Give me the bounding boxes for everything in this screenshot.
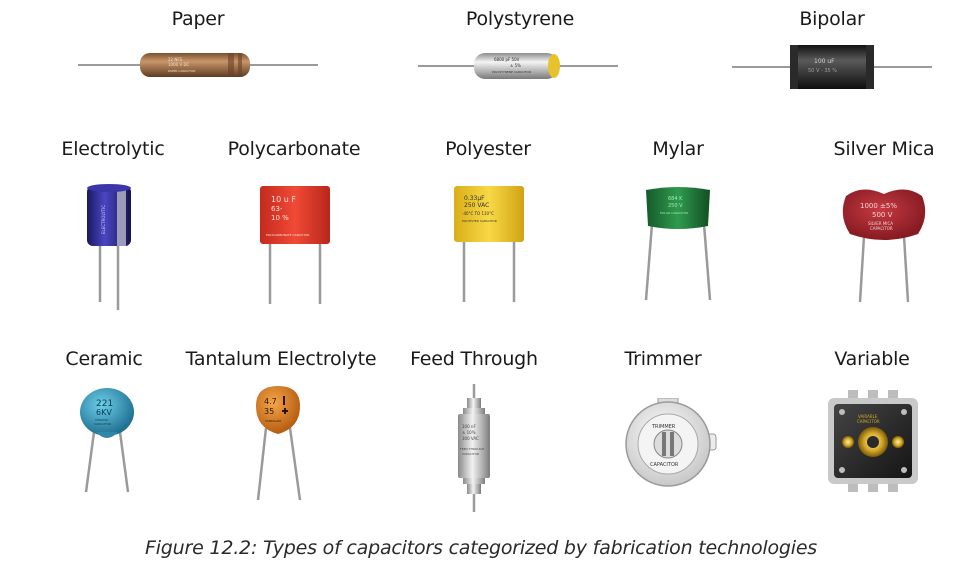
polystyrene-marking-3: POLYSTYRENE CAPACITOR — [492, 70, 531, 74]
label-feed-through: Feed Through — [410, 348, 538, 370]
label-mylar: Mylar — [652, 138, 704, 160]
silver-mica-marking-2: 500 V — [872, 211, 893, 219]
ceramic-capacitor-icon: 221 6KV CERAMIC CAPACITOR — [80, 388, 134, 493]
bipolar-capacitor-icon: 100 uF 50 V - 35 % — [732, 45, 932, 89]
mylar-marking-3: MYLAR CAPACITOR — [660, 211, 688, 215]
polycarbonate-capacitor-icon: 10 u F 63- 10 % POLYCARBONATE CAPACITOR — [260, 186, 330, 304]
trimmer-marking-1: TRIMMER — [651, 424, 676, 430]
label-tantalum: Tantalum Electrolyte — [185, 348, 377, 370]
mylar-marking-1: 684 K — [668, 196, 683, 202]
label-polyester: Polyester — [445, 138, 531, 160]
silver-mica-capacitor-icon: 1000 ±5% 500 V SILVER MICA CAPACITOR — [842, 189, 926, 303]
feed-through-marking-2: ± 10% — [462, 430, 476, 435]
figure-caption: Figure 12.2: Types of capacitors categor… — [144, 537, 818, 559]
feed-through-marking-1: 100 nF — [462, 424, 476, 429]
tantalum-marking-1: 4.7 — [264, 397, 277, 406]
label-electrolytic: Electrolytic — [61, 138, 165, 160]
polyester-marking-1: 0.33µF — [464, 195, 485, 202]
silver-mica-marking-3: SILVER MICA — [868, 221, 893, 226]
ceramic-marking-2: 6KV — [96, 408, 112, 417]
label-ceramic: Ceramic — [65, 348, 143, 370]
mylar-marking-2: 250 V — [668, 203, 683, 209]
ceramic-marking-4: CAPACITOR — [94, 422, 111, 426]
tantalum-marking-3: TANTALUM — [264, 419, 281, 423]
electrolytic-marking: ELECTROLYTIC — [101, 205, 106, 234]
feed-through-marking-4: FEED THROUGH — [460, 447, 484, 451]
feed-through-capacitor-icon: 100 nF ± 10% 300 VAC FEED THROUGH CAPACI… — [458, 384, 490, 512]
electrolytic-capacitor-icon: ELECTROLYTIC — [87, 184, 131, 310]
label-polycarbonate: Polycarbonate — [227, 138, 361, 160]
tantalum-capacitor-icon: 4.7 35 TANTALUM — [256, 386, 302, 501]
bipolar-marking-1: 100 uF — [814, 58, 835, 65]
label-bipolar: Bipolar — [799, 8, 865, 30]
bipolar-marking-2: 50 V - 35 % — [808, 68, 837, 74]
polystyrene-capacitor-icon: 6800 pF 50V ± 5% POLYSTYRENE CAPACITOR — [418, 53, 618, 79]
feed-through-marking-5: CAPACITOR — [462, 452, 479, 456]
silver-mica-marking-1: 1000 ±5% — [860, 202, 897, 210]
variable-marking-2: CAPACITOR — [857, 419, 880, 424]
ceramic-marking-1: 221 — [96, 399, 113, 409]
paper-marking-3: PAPER CAPACITOR — [168, 69, 195, 73]
paper-capacitor-icon: 22 NFS 1000 V DC PAPER CAPACITOR — [78, 53, 318, 77]
trimmer-capacitor-icon: TRIMMER CAPACITOR — [625, 398, 717, 487]
variable-marking-1: VARIABLE — [858, 414, 878, 419]
paper-marking-2: 1000 V DC — [168, 62, 190, 67]
label-silver-mica: Silver Mica — [833, 138, 935, 160]
silver-mica-marking-4: CAPACITOR — [870, 226, 893, 231]
label-polystyrene: Polystyrene — [465, 8, 575, 30]
ceramic-marking-3: CERAMIC — [95, 418, 109, 422]
polystyrene-marking-2: ± 5% — [510, 63, 521, 68]
label-paper: Paper — [171, 8, 225, 30]
polyester-marking-3: -40°C TO 110°C — [462, 211, 494, 216]
polyester-capacitor-icon: 0.33µF 250 VAC -40°C TO 110°C POLYESTER … — [454, 186, 524, 302]
variable-capacitor-icon: VARIABLE CAPACITOR — [828, 390, 918, 492]
label-variable: Variable — [834, 348, 910, 370]
polyester-marking-4: POLYESTER CAPACITOR — [462, 219, 497, 223]
polystyrene-marking-1: 6800 pF 50V — [494, 57, 520, 62]
paper-marking-1: 22 NFS — [168, 57, 183, 62]
polyester-marking-2: 250 VAC — [464, 202, 489, 209]
feed-through-marking-3: 300 VAC — [462, 436, 479, 441]
label-trimmer: Trimmer — [624, 348, 702, 370]
trimmer-marking-2: CAPACITOR — [650, 462, 679, 468]
polycarbonate-marking-1: 10 u F — [271, 195, 296, 204]
polycarbonate-marking-3: 10 % — [271, 214, 289, 222]
polycarbonate-marking-2: 63- — [271, 205, 283, 213]
polycarbonate-marking-4: POLYCARBONATE CAPACITOR — [266, 233, 309, 237]
mylar-capacitor-icon: 684 K 250 V MYLAR CAPACITOR — [644, 187, 712, 301]
tantalum-marking-2: 35 — [264, 407, 274, 416]
